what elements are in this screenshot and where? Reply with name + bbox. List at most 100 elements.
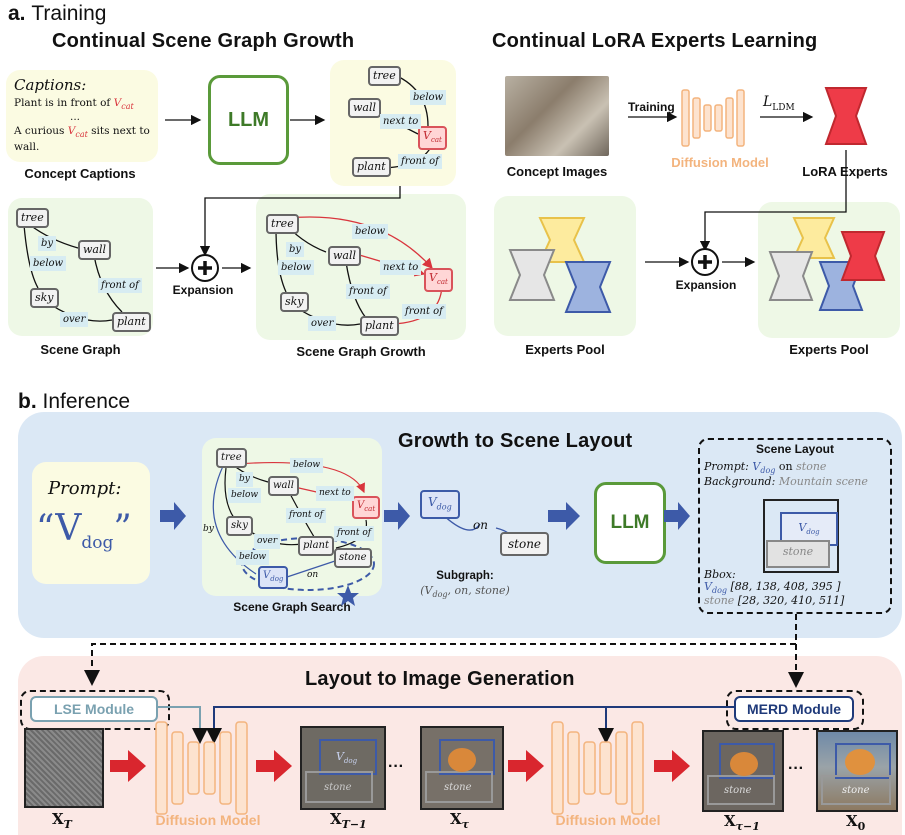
arrow-search-subgraph xyxy=(384,502,410,530)
experts-pool-label-1: Experts Pool xyxy=(525,342,605,357)
caption-1: Plant is in front of Vcat xyxy=(14,97,134,112)
node-sky-left: sky xyxy=(30,288,59,308)
xtau1-dog-bbox xyxy=(719,743,775,779)
llm-box-training: LLM xyxy=(208,75,289,165)
arrow-graph-expansion xyxy=(199,186,401,257)
node-wall-top: wall xyxy=(348,98,382,118)
subgraph-on: on xyxy=(473,518,488,532)
edge-by-growth: by xyxy=(286,242,305,257)
edge-by-left: by xyxy=(38,236,57,251)
edge-frontof-search-2: front of xyxy=(334,526,375,541)
label-xt1: XT−1 xyxy=(330,810,367,831)
edge-below-growth-2: below xyxy=(278,260,315,275)
noise-image-xt xyxy=(24,728,104,808)
expert-blue-1 xyxy=(564,261,612,313)
node-plant-top: plant xyxy=(352,157,391,177)
xt1-stone-bbox xyxy=(305,771,373,803)
subgraph-label: Subgraph: xyxy=(436,570,494,582)
x0-stone-bbox xyxy=(821,775,891,805)
captions-header: Captions: xyxy=(14,76,87,94)
diffusion-model-label-a: Diffusion Model xyxy=(671,155,769,170)
node-tree-growth: tree xyxy=(266,214,299,234)
edge-nextto-top: next to xyxy=(380,114,422,129)
lora-expert-icon xyxy=(824,87,868,145)
scene-layout-title: Scene Layout xyxy=(755,442,835,456)
edge-over-growth: over xyxy=(308,316,337,331)
left-panel-title: Continual Scene Graph Growth xyxy=(52,30,355,52)
red-arrow-3 xyxy=(508,750,544,782)
bbox-dog: Vdog [88, 138, 408, 395 ] xyxy=(704,580,841,596)
diffusion-model-label-1: Diffusion Model xyxy=(155,812,261,828)
x0-dog-bbox xyxy=(835,743,891,779)
xtau-stone-bbox xyxy=(425,771,493,803)
experts-pool-label-2: Experts Pool xyxy=(789,342,869,357)
section-b-heading: b. Inference xyxy=(18,390,131,413)
node-vcat-search: Vcat xyxy=(352,496,381,519)
arrow-lse-diffusion xyxy=(156,706,208,744)
edge-over-search: over xyxy=(254,534,281,549)
node-plant-left: plant xyxy=(112,312,151,332)
red-arrow-1 xyxy=(110,750,146,782)
subgraph-vdog: Vdog xyxy=(420,490,460,520)
search-label: Scene Graph Search xyxy=(233,600,351,614)
merd-module: MERD Module xyxy=(734,696,854,722)
captions-box: Captions: Plant is in front of Vcat ... … xyxy=(6,70,158,162)
edge-nextto-search: next to xyxy=(316,486,354,501)
plus-icon-2-mark xyxy=(698,255,712,269)
expert-yellow-2 xyxy=(792,217,836,259)
prompt-value: “Vdog” xyxy=(36,508,132,554)
concept-captions-label: Concept Captions xyxy=(24,166,136,181)
x0-stone-text: stone xyxy=(842,785,870,796)
node-stone-search: stone xyxy=(334,548,372,568)
arrow-llm-layout xyxy=(664,502,690,530)
edge-frontof-top: front of xyxy=(398,154,442,169)
node-vcat-top: Vcat xyxy=(418,126,447,151)
dog-figure-xtau1 xyxy=(730,752,758,776)
edge-frontof-search-1: front of xyxy=(286,508,327,523)
node-tree-search: tree xyxy=(216,448,247,468)
label-x0: X0 xyxy=(846,812,866,833)
node-tree-left: tree xyxy=(16,208,49,228)
scene-graph-label: Scene Graph xyxy=(40,342,121,357)
node-wall-left: wall xyxy=(78,240,112,260)
lora-experts-label: LoRA Experts xyxy=(802,164,888,179)
edge-below-search-1: below xyxy=(290,458,324,473)
label-xtau1: Xτ−1 xyxy=(724,812,760,833)
ellipsis-1: ··· xyxy=(388,758,404,775)
merd-dashed xyxy=(726,690,864,730)
training-arrow-label: Training xyxy=(628,100,675,114)
edge-nextto-growth: next to xyxy=(380,260,422,275)
xt1-stone-text: stone xyxy=(324,782,352,793)
node-sky-search: sky xyxy=(226,516,253,536)
inference-panel xyxy=(18,412,902,638)
edge-below-search-2: below xyxy=(228,488,262,503)
llm-box-inference: LLM xyxy=(594,482,666,564)
loss-label: LLDM xyxy=(763,94,795,113)
edge-over-left: over xyxy=(60,312,89,327)
arrow-lora-expansion xyxy=(699,150,847,252)
generation-title: Layout to Image Generation xyxy=(305,668,575,690)
node-vcat-growth: Vcat xyxy=(424,268,453,293)
xtau-dog-bbox xyxy=(439,739,495,775)
xt1-dog-bbox xyxy=(319,739,377,775)
expert-gray-2 xyxy=(768,251,814,301)
scene-graph-growth-label: Scene Graph Growth xyxy=(296,344,426,359)
edge-on-search: on xyxy=(307,570,319,580)
label-xtau: Xτ xyxy=(450,810,470,831)
right-panel-title: Continual LoRA Experts Learning xyxy=(492,30,818,52)
diffusion-model-icon-a xyxy=(681,89,745,147)
bbox-label: Bbox: xyxy=(704,568,736,581)
concept-images xyxy=(505,76,609,156)
diffusion-model-icon-2 xyxy=(551,721,644,815)
edge-below-search-3: below xyxy=(236,550,270,565)
star-icon xyxy=(337,585,359,606)
node-plant-search: plant xyxy=(298,536,335,556)
plus-icon-mark xyxy=(198,261,212,275)
expansion-label-2: Expansion xyxy=(675,278,737,292)
caption-ellipsis: ... xyxy=(70,111,81,123)
xtau-stone-text: stone xyxy=(444,782,472,793)
edge-by-search-2: by xyxy=(203,524,214,534)
subgraph-value: (Vdog, on, stone) xyxy=(420,584,510,600)
